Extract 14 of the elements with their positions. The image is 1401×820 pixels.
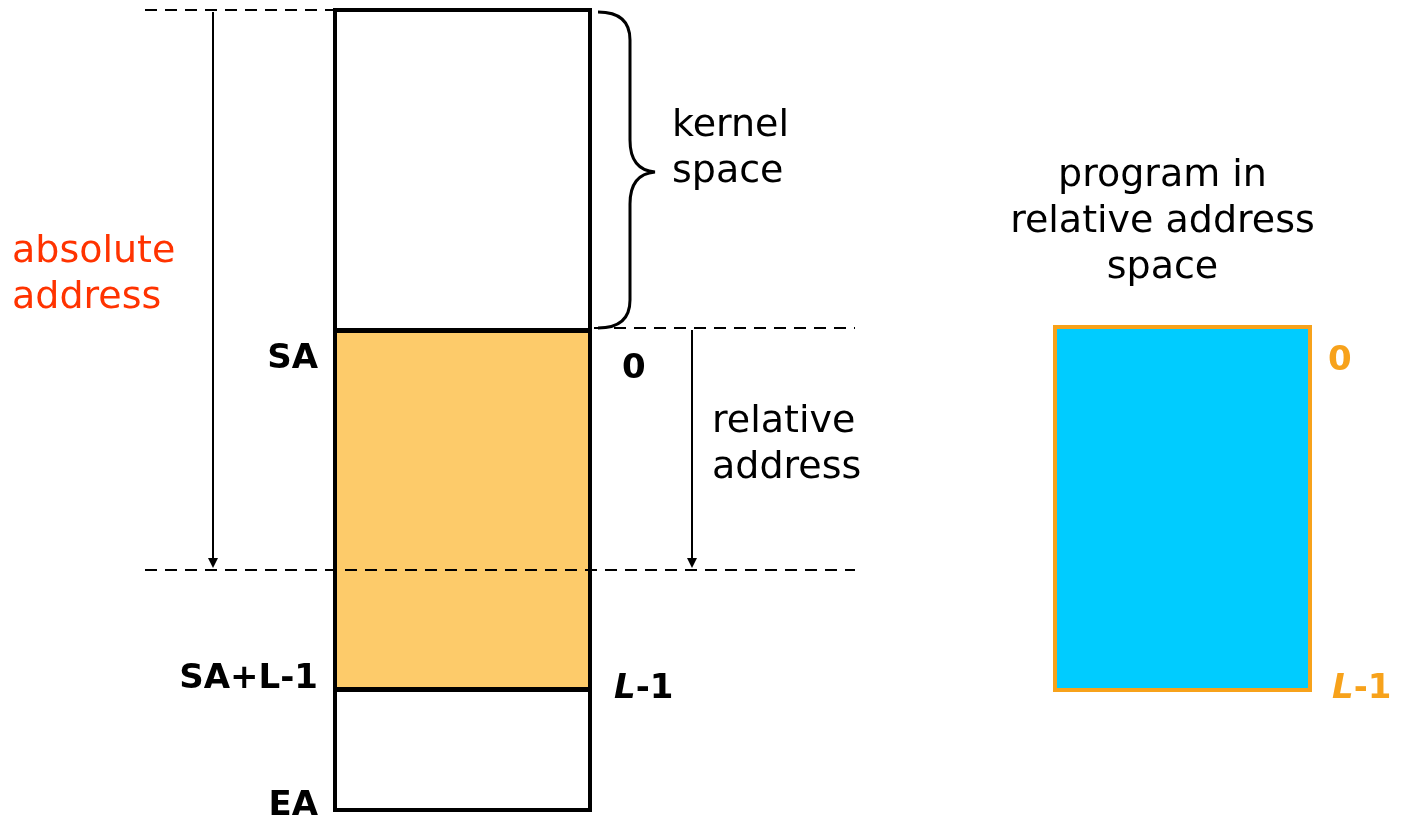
offset-label: 0 [622,345,646,388]
memory-segment [333,688,592,812]
offset-label: 0 [1328,337,1352,380]
program-segment [333,329,592,691]
address-label: EA [268,782,318,820]
box-heading: program in relative address space [1009,150,1316,288]
offset-label: L-1 [1332,665,1392,708]
address-label: SA [267,335,318,378]
memory-segment [333,8,592,332]
axis-label: relative address [712,396,863,488]
region-label: kernel space [672,100,790,192]
address-label: SA+L-1 [179,655,318,698]
offset-label: L-1 [614,665,674,708]
axis-label: absolute address [12,226,177,318]
